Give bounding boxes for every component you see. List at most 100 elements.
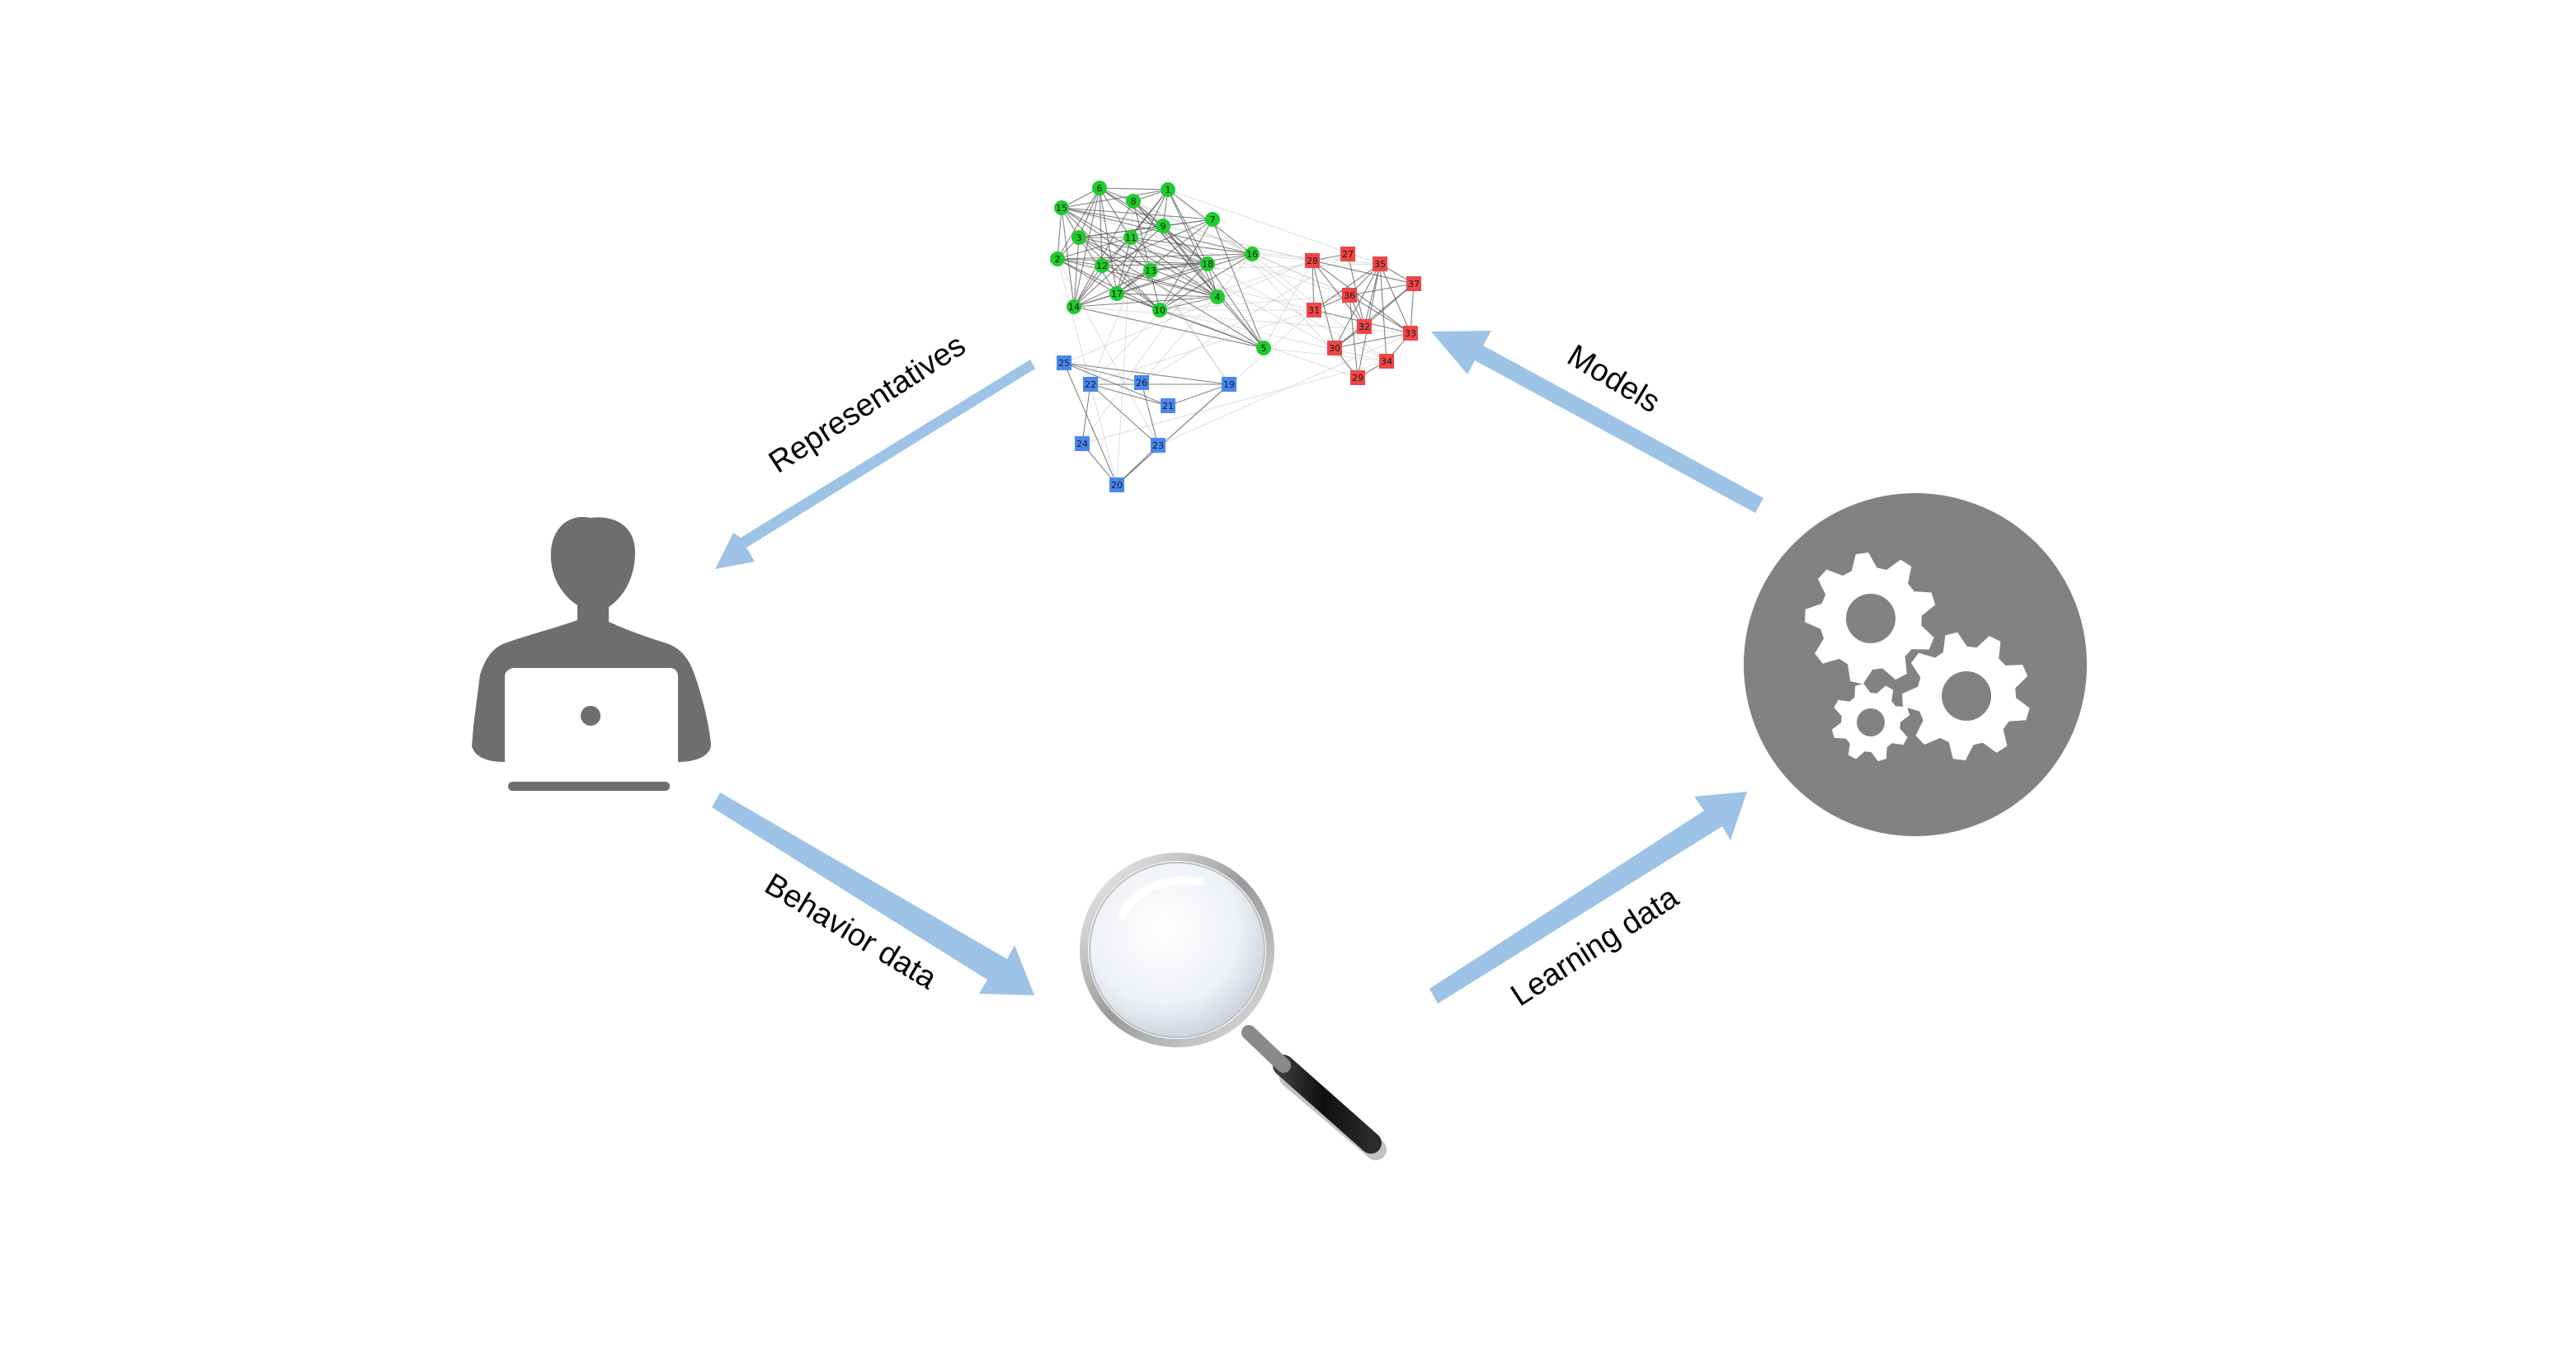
network-node-27: 27 bbox=[1340, 247, 1355, 261]
network-edge bbox=[1099, 187, 1103, 266]
network-node-4: 4 bbox=[1210, 289, 1225, 304]
network-node-19: 19 bbox=[1222, 377, 1236, 392]
network-node-30: 30 bbox=[1327, 341, 1342, 355]
network-node-5-marker bbox=[1256, 341, 1271, 355]
network-edge bbox=[1162, 225, 1218, 298]
network-edge bbox=[1063, 362, 1118, 486]
network-node-17: 17 bbox=[1109, 286, 1124, 301]
network-node-25: 25 bbox=[1057, 355, 1071, 370]
network-node-30-label: 30 bbox=[1329, 343, 1340, 354]
network-edge bbox=[1090, 383, 1159, 446]
network-node-14: 14 bbox=[1067, 299, 1081, 314]
network-edge bbox=[1410, 283, 1415, 334]
network-edges bbox=[1057, 187, 1415, 486]
laptop-base bbox=[508, 782, 670, 791]
network-node-37: 37 bbox=[1406, 276, 1421, 291]
network-node-25-marker bbox=[1057, 355, 1071, 370]
network-edge bbox=[1116, 237, 1132, 294]
network-edge bbox=[1057, 187, 1100, 260]
models-arrow bbox=[1431, 331, 1764, 513]
network-node-32-label: 32 bbox=[1359, 322, 1370, 332]
network-edge bbox=[1312, 260, 1335, 349]
network-edge bbox=[1078, 237, 1208, 265]
network-node-35-marker bbox=[1373, 256, 1387, 271]
network-edge bbox=[1116, 383, 1230, 486]
network-edge bbox=[1057, 258, 1161, 311]
network-node-4-label: 4 bbox=[1215, 292, 1221, 303]
network-node-20-label: 20 bbox=[1111, 480, 1123, 491]
magnifier-handle bbox=[1273, 1055, 1382, 1154]
network-node-31: 31 bbox=[1307, 303, 1321, 317]
network-node-12: 12 bbox=[1095, 258, 1109, 273]
network-node-23-marker bbox=[1151, 438, 1166, 453]
network-edge bbox=[1133, 200, 1264, 349]
network-edge bbox=[1073, 237, 1080, 308]
network-node-10-label: 10 bbox=[1154, 305, 1166, 316]
network-edge bbox=[1073, 306, 1264, 349]
representatives-arrow bbox=[715, 360, 1035, 569]
network-edge bbox=[1363, 263, 1381, 327]
network-edge bbox=[1263, 347, 1387, 362]
network-edge bbox=[1073, 296, 1218, 308]
network-edge bbox=[1061, 207, 1164, 227]
network-edge bbox=[1212, 219, 1264, 349]
network-edge bbox=[1150, 270, 1315, 311]
network-node-35-label: 35 bbox=[1374, 259, 1386, 270]
network-node-36-marker bbox=[1342, 288, 1357, 303]
network-node-15-label: 15 bbox=[1056, 203, 1067, 214]
network-edge bbox=[1057, 258, 1118, 294]
network-node-22-label: 22 bbox=[1085, 379, 1096, 390]
network-edge bbox=[1081, 263, 1208, 444]
network-node-23-label: 23 bbox=[1152, 440, 1164, 451]
network-node-37-marker bbox=[1406, 276, 1421, 291]
network-edge bbox=[1057, 258, 1218, 298]
network-edge bbox=[1159, 263, 1208, 311]
network-node-17-label: 17 bbox=[1111, 289, 1123, 299]
network-node-16: 16 bbox=[1245, 247, 1260, 261]
network-edge bbox=[1349, 294, 1411, 334]
network-node-8-marker bbox=[1126, 194, 1141, 209]
network-node-33-label: 33 bbox=[1405, 328, 1416, 339]
network-edge bbox=[1078, 187, 1100, 238]
network-edge bbox=[1061, 207, 1075, 308]
network-node-5: 5 bbox=[1256, 341, 1271, 355]
representatives-label: Representatives bbox=[763, 328, 972, 481]
network-edge bbox=[1379, 263, 1387, 362]
network-edge bbox=[1150, 263, 1381, 271]
network-node-23: 23 bbox=[1151, 438, 1166, 453]
network-node-29-marker bbox=[1350, 370, 1365, 385]
network-node-16-marker bbox=[1245, 247, 1260, 261]
network-node-13-marker bbox=[1143, 263, 1158, 278]
network-node-11-label: 11 bbox=[1125, 233, 1137, 243]
network-edge bbox=[1063, 362, 1142, 383]
network-edge bbox=[1130, 237, 1253, 255]
network-node-3-marker bbox=[1071, 230, 1086, 245]
network-edge bbox=[1099, 187, 1169, 190]
network-edge bbox=[1159, 253, 1253, 311]
network-edge bbox=[1073, 293, 1118, 308]
network-node-34-label: 34 bbox=[1381, 356, 1392, 367]
network-node-1: 1 bbox=[1161, 182, 1175, 197]
network-node-20: 20 bbox=[1109, 477, 1124, 492]
network-edge bbox=[1150, 270, 1230, 385]
network-node-6: 6 bbox=[1092, 181, 1107, 195]
network-node-18-marker bbox=[1200, 256, 1215, 271]
network-edge bbox=[1130, 237, 1230, 385]
network-edge bbox=[1073, 189, 1169, 308]
network-node-32-marker bbox=[1357, 319, 1372, 334]
network-node-15: 15 bbox=[1054, 200, 1069, 215]
network-edge bbox=[1116, 263, 1208, 294]
network-node-18-label: 18 bbox=[1202, 259, 1213, 270]
network-node-18: 18 bbox=[1200, 256, 1215, 271]
network-node-21-label: 21 bbox=[1162, 401, 1174, 411]
network-node-31-label: 31 bbox=[1308, 305, 1320, 316]
network-node-29: 29 bbox=[1350, 370, 1365, 385]
network-node-33-marker bbox=[1403, 326, 1418, 341]
network-edge bbox=[1057, 258, 1159, 446]
network-node-2-label: 2 bbox=[1055, 254, 1061, 265]
network-node-28: 28 bbox=[1305, 253, 1320, 268]
network-edge bbox=[1099, 187, 1118, 294]
network-edge bbox=[1073, 200, 1134, 308]
network-node-6-marker bbox=[1092, 181, 1107, 195]
network-node-5-label: 5 bbox=[1261, 343, 1267, 354]
